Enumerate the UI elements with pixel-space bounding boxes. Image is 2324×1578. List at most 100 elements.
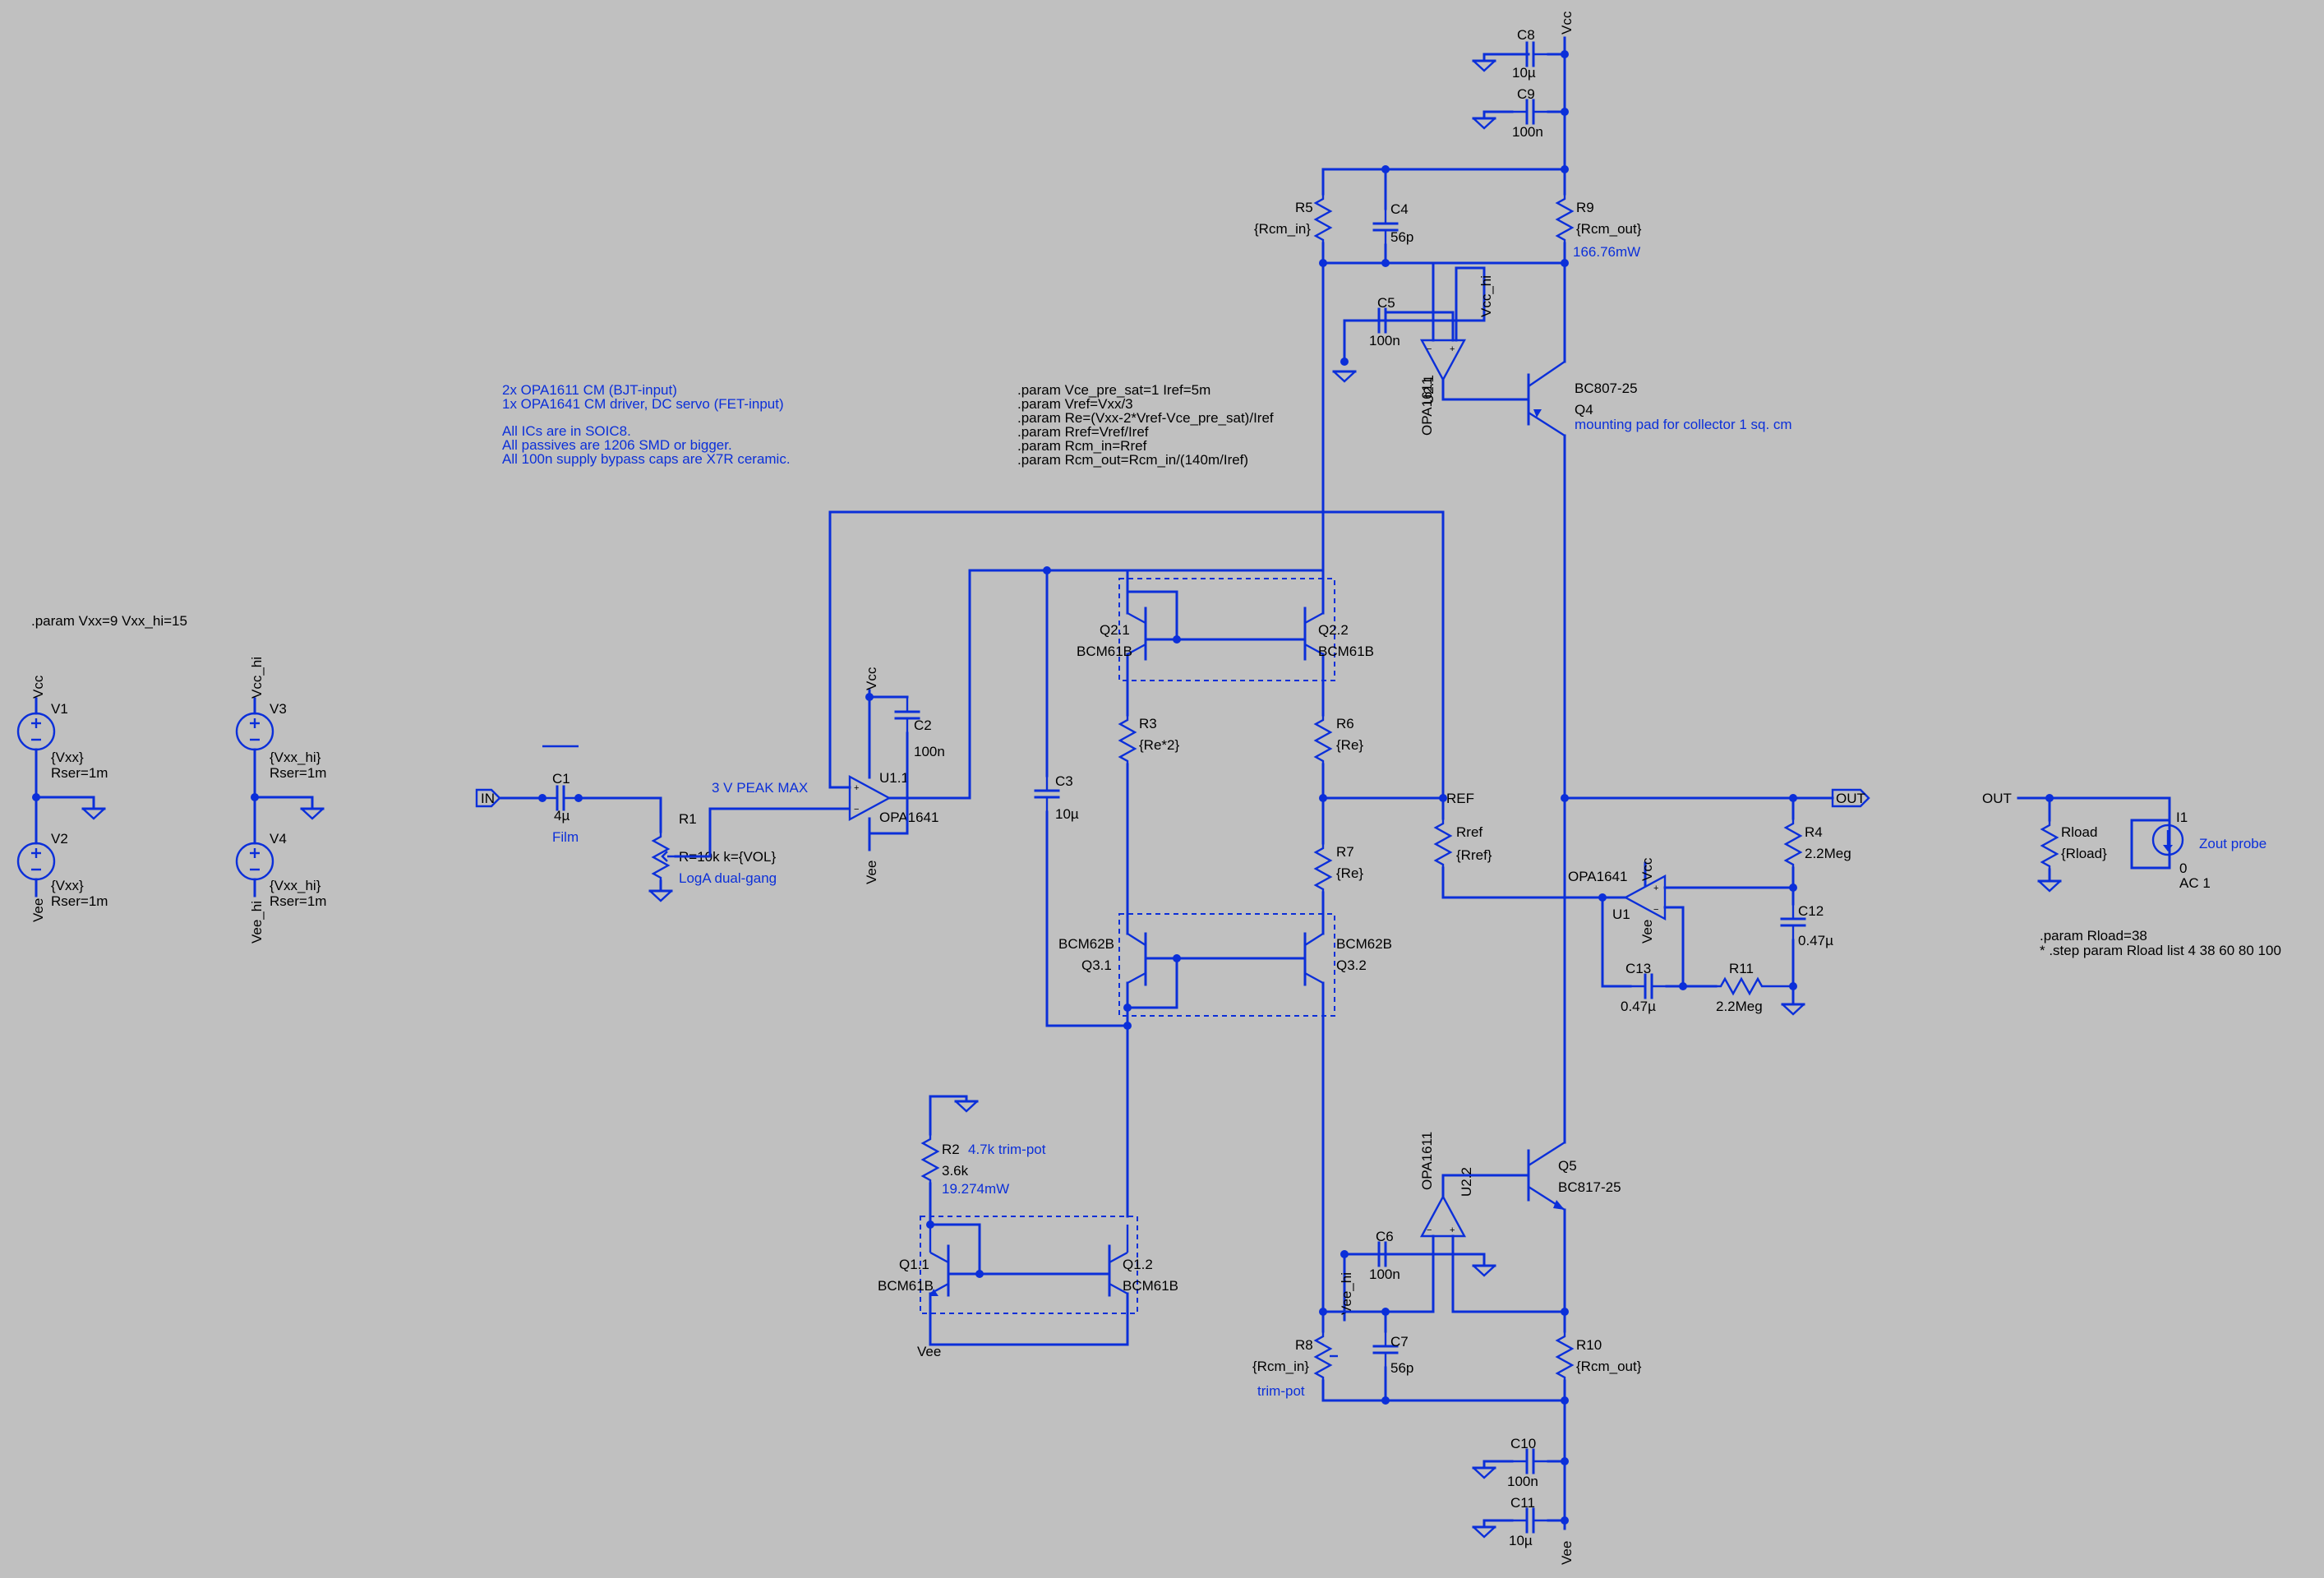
resistor-r9 <box>1556 192 1574 245</box>
c7-value: 56p <box>1390 1360 1413 1376</box>
u1-name: U1 <box>1612 907 1630 922</box>
v4-name: V4 <box>270 831 287 847</box>
peak-note: 3 V PEAK MAX <box>712 780 808 796</box>
r10-value: {Rcm_out} <box>1576 1359 1642 1374</box>
resistor-r10 <box>1556 1330 1574 1382</box>
c1-value: 4µ <box>554 808 569 824</box>
q1-1-model: BCM61B <box>878 1278 934 1294</box>
u2-2-name: U2.2 <box>1459 1167 1474 1197</box>
svg-text:+: + <box>1653 884 1658 893</box>
rload-value: {Rload} <box>2061 846 2107 861</box>
q1-1-name: Q1.1 <box>899 1257 929 1272</box>
input-stage: IN C1 4µ Film R1 R=10k k={VOL} LogA dual… <box>475 510 1445 1027</box>
c11-value: 10µ <box>1509 1533 1533 1548</box>
zout-note: Zout probe <box>2199 836 2266 851</box>
r5-value: {Rcm_in} <box>1254 221 1311 237</box>
capacitor-c8 <box>1510 41 1550 67</box>
resistor-r7 <box>1314 842 1332 894</box>
r1-value: R=10k k={VOL} <box>679 849 776 865</box>
i1-name: I1 <box>2176 810 2188 825</box>
i1-value-dc: 0 <box>2179 861 2187 876</box>
r6-value: {Re} <box>1336 737 1363 753</box>
lower-output: Q5 BC817-25 −+ U2.2 OPA1611 C6 100n Vee_… <box>1252 1132 1642 1565</box>
net-label-vee-q1: Vee <box>917 1344 941 1359</box>
r2-power: 19.274mW <box>942 1181 1009 1197</box>
c6-value: 100n <box>1369 1267 1400 1282</box>
c9-name: C9 <box>1517 86 1535 102</box>
r6-name: R6 <box>1336 716 1354 731</box>
rref-value: {Rref} <box>1456 847 1492 863</box>
note-line-3: All ICs are in SOIC8. <box>502 423 631 439</box>
r8-value: {Rcm_in} <box>1252 1359 1309 1374</box>
q1-2-name: Q1.2 <box>1123 1257 1153 1272</box>
param-line-5: .param Rcm_in=Rref <box>1017 438 1147 454</box>
c1-note: Film <box>552 829 579 845</box>
upper-output: Vcc C8 10µ C9 100n R5 {Rcm_in} C4 56p <box>1254 11 1792 1144</box>
resistor-r3 <box>1118 713 1137 766</box>
resistor-rload <box>2040 819 2059 871</box>
v3-value: {Vxx_hi} <box>270 750 321 765</box>
svg-text:+: + <box>1450 1225 1455 1235</box>
v2-name: V2 <box>51 831 68 847</box>
u1-1-model: OPA1641 <box>879 810 938 825</box>
q4-note: mounting pad for collector 1 sq. cm <box>1575 417 1792 432</box>
r2-note: 4.7k trim-pot <box>968 1142 1046 1157</box>
supply-v3-v4: Vcc_hi V3 {Vxx_hi} Rser=1m V4 {Vxx_hi} R… <box>235 657 326 944</box>
c11-name: C11 <box>1510 1495 1535 1511</box>
mirror-q1: R2 4.7k trim-pot 3.6k 19.274mW Q1.1 BCM6… <box>878 1095 1178 1359</box>
c13-value: 0.47µ <box>1621 999 1656 1014</box>
resistor-r6 <box>1314 713 1332 766</box>
ic-notes: 2x OPA1611 CM (BJT-input) 1x OPA1641 CM … <box>502 382 791 467</box>
net-label-vee-hi-u22: Vee_hi <box>1339 1272 1354 1315</box>
r8-note: trim-pot <box>1257 1383 1305 1399</box>
current-source-i1 <box>2151 824 2184 856</box>
capacitor-c11 <box>1510 1507 1550 1534</box>
net-label-vee-u1: Vee <box>1639 920 1655 944</box>
v3-name: V3 <box>270 701 287 717</box>
voltage-source-v1 <box>16 712 56 751</box>
svg-text:−: − <box>1427 344 1432 354</box>
q2-2-model: BCM61B <box>1318 644 1374 659</box>
c1-name: C1 <box>552 771 570 787</box>
voltage-source-v4 <box>235 842 274 881</box>
i1-value-ac: AC 1 <box>2179 875 2211 891</box>
c4-value: 56p <box>1390 229 1413 245</box>
q3-2-name: Q3.2 <box>1336 957 1367 973</box>
resistor-r2 <box>921 1133 939 1185</box>
supply-param: .param Vxx=9 Vxx_hi=15 <box>31 613 187 629</box>
q2-1-model: BCM61B <box>1077 644 1132 659</box>
note-line-2: 1x OPA1641 CM driver, DC servo (FET-inpu… <box>502 396 784 412</box>
u1-1-name: U1.1 <box>879 770 909 786</box>
q2-1-name: Q2.1 <box>1100 622 1130 638</box>
c5-name: C5 <box>1377 295 1395 311</box>
param-line-4: .param Rref=Vref/Iref <box>1017 424 1149 440</box>
mirror-q3: BCM62B Q3.1 BCM62B Q3.2 <box>1058 912 1392 1323</box>
c12-value: 0.47µ <box>1798 933 1833 948</box>
svg-text:−: − <box>1427 1225 1432 1235</box>
net-label-vcc: Vcc <box>30 675 46 699</box>
c2-value: 100n <box>914 744 945 759</box>
c4-name: C4 <box>1390 201 1409 217</box>
v1-value: {Vxx} <box>51 750 84 765</box>
v2-rser: Rser=1m <box>51 893 108 909</box>
c12-name: C12 <box>1798 903 1824 919</box>
c9-value: 100n <box>1512 124 1543 140</box>
param-line-3: .param Re=(Vxx-2*Vref-Vce_pre_sat)/Iref <box>1017 410 1274 426</box>
resistor-r11 <box>1716 976 1793 996</box>
r9-name: R9 <box>1576 200 1594 215</box>
r11-name: R11 <box>1729 961 1754 976</box>
r9-value: {Rcm_out} <box>1576 221 1642 237</box>
c10-name: C10 <box>1510 1436 1536 1451</box>
note-line-4: All passives are 1206 SMD or bigger. <box>502 437 732 453</box>
q5-name: Q5 <box>1558 1158 1577 1174</box>
svg-text:+: + <box>1450 344 1455 354</box>
potentiometer-r1 <box>652 830 670 883</box>
c6-name: C6 <box>1376 1229 1394 1244</box>
r3-value: {Re*2} <box>1139 737 1179 753</box>
r2-name: R2 <box>942 1142 960 1157</box>
capacitor-c13 <box>1629 973 1668 999</box>
c3-name: C3 <box>1055 773 1073 789</box>
q2-2-name: Q2.2 <box>1318 622 1349 638</box>
r10-name: R10 <box>1576 1337 1602 1353</box>
